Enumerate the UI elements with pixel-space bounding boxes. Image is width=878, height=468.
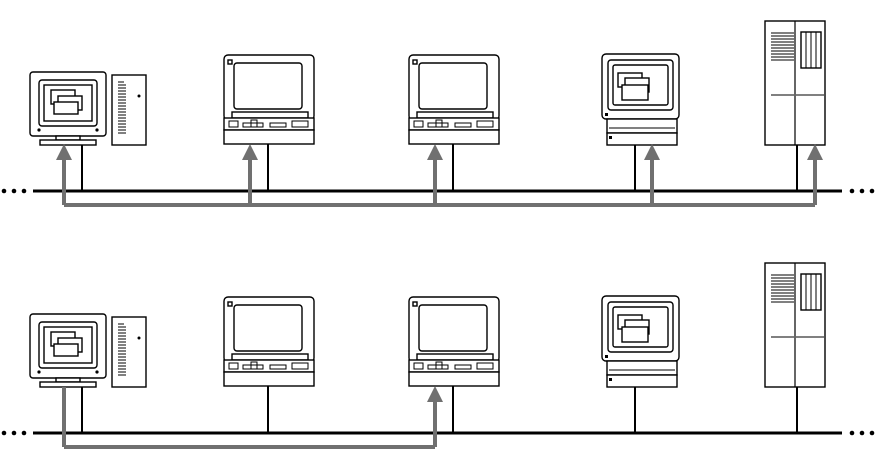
terminal-node xyxy=(224,55,314,144)
terminal-windows-node xyxy=(602,54,679,145)
workstation-node xyxy=(30,314,146,387)
server-node xyxy=(765,263,825,387)
bus-stubs xyxy=(82,144,797,191)
server-node xyxy=(765,21,825,145)
network-bus xyxy=(2,189,875,194)
terminal-node xyxy=(409,55,499,144)
panel-bottom xyxy=(2,263,875,447)
panel-top xyxy=(2,21,875,205)
terminal-node xyxy=(224,297,314,386)
data-flow-path xyxy=(64,387,435,447)
terminal-windows-node xyxy=(602,296,679,387)
network-bus xyxy=(2,431,875,436)
terminal-node xyxy=(409,297,499,386)
workstation-node xyxy=(30,72,146,145)
data-flow-path xyxy=(64,152,815,205)
bus-stubs xyxy=(82,386,797,433)
